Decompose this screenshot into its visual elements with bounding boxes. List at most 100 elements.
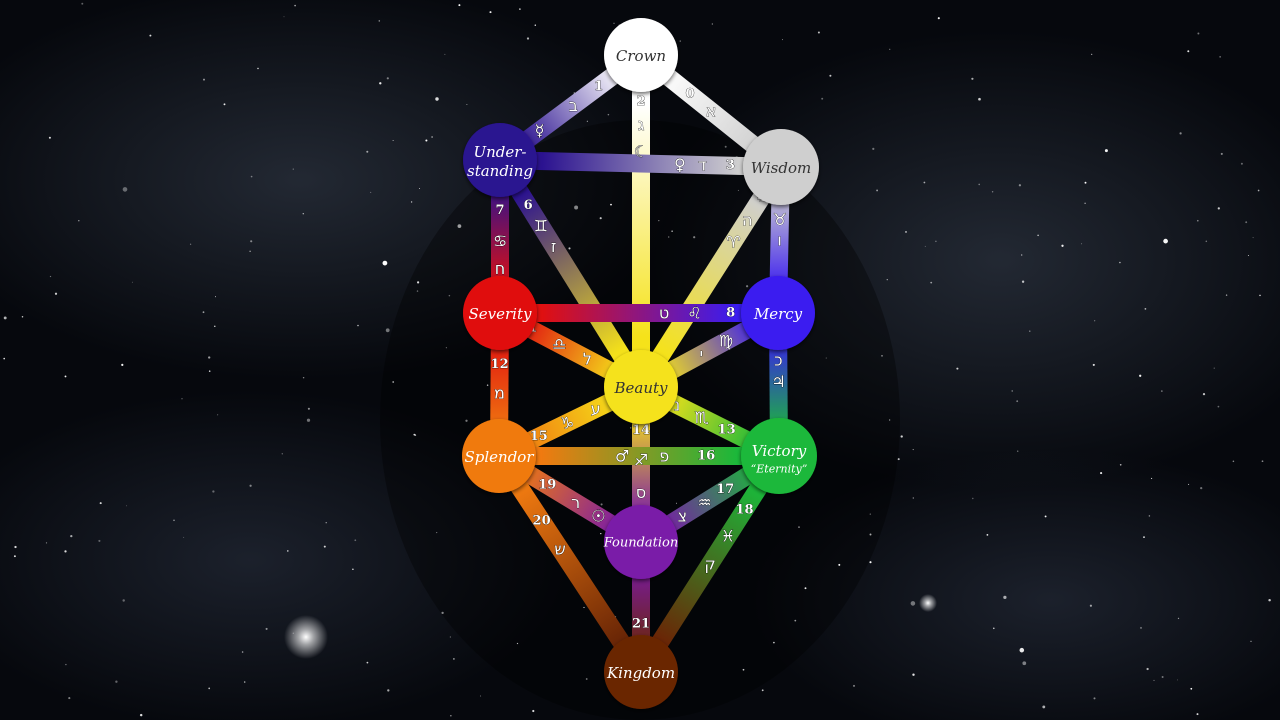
star (99, 502, 102, 505)
star (387, 689, 390, 692)
star (292, 168, 294, 170)
star (149, 34, 152, 37)
star (392, 140, 394, 142)
path-16-number: 16 (697, 449, 715, 464)
star (1011, 390, 1013, 392)
star (208, 687, 211, 690)
sephira-severity-circle (463, 276, 537, 350)
star (1104, 149, 1108, 153)
sephira-crown: Crown (604, 18, 678, 92)
star (1084, 202, 1086, 204)
star (794, 619, 797, 622)
star (250, 240, 253, 243)
star (1261, 460, 1264, 463)
star (1018, 184, 1022, 187)
star (1225, 294, 1228, 296)
sephira-kingdom: Kingdom (604, 635, 678, 709)
star (265, 627, 268, 630)
star (249, 250, 251, 252)
star (306, 418, 311, 422)
star (13, 555, 16, 558)
path-16-symbol: פ (659, 447, 669, 466)
path-13-number: 13 (718, 422, 736, 437)
star (1037, 234, 1039, 237)
path-20-symbol: ש (554, 539, 565, 558)
star (1196, 713, 1199, 716)
star (1205, 240, 1208, 243)
star (68, 697, 71, 700)
bright-star (919, 594, 937, 612)
sephira-understanding: Under-standing (463, 123, 537, 197)
sephira-victory: Victory“Eternity” (741, 418, 817, 494)
path-4 (633, 162, 789, 392)
star (798, 526, 800, 528)
star (1151, 477, 1153, 479)
star (900, 435, 903, 438)
star (257, 67, 259, 70)
path-18-symbol: ♓ (721, 526, 735, 545)
path-19-number: 19 (538, 478, 556, 493)
star (1202, 392, 1206, 396)
star (250, 175, 253, 178)
star (378, 20, 381, 22)
star (1259, 294, 1261, 297)
path-7-symbol: ח (495, 259, 505, 278)
star (3, 316, 7, 320)
star (1042, 705, 1046, 709)
star (121, 363, 124, 367)
path-3-symbol: ד (698, 156, 707, 175)
star (1217, 405, 1220, 408)
star (414, 434, 417, 436)
star (1044, 515, 1047, 518)
star (81, 2, 84, 5)
sephira-foundation: Foundation (603, 505, 678, 579)
star (466, 104, 468, 105)
star (610, 203, 612, 206)
sephira-crown-circle (604, 18, 678, 92)
star (1019, 647, 1025, 653)
star (889, 419, 891, 421)
star (658, 220, 660, 222)
star (1232, 460, 1235, 463)
star (821, 97, 824, 100)
star (1161, 676, 1164, 678)
sephira-crown-label: Crown (616, 47, 666, 65)
path-5-symbol: ♉ (773, 210, 787, 229)
star (126, 505, 128, 507)
star (829, 74, 832, 77)
star (1187, 50, 1190, 53)
path-6 (492, 155, 649, 392)
star (382, 260, 388, 266)
star (534, 24, 537, 26)
star (978, 183, 981, 186)
star (1061, 244, 1064, 247)
star (986, 534, 989, 536)
sephira-beauty-circle (604, 350, 678, 424)
path-20 (491, 451, 649, 677)
path-3 (499, 151, 782, 176)
star (679, 40, 681, 42)
star (325, 522, 327, 524)
star (370, 191, 372, 193)
star (599, 217, 602, 220)
star (449, 636, 452, 638)
star (98, 539, 101, 542)
path-19-symbol: ר (571, 493, 580, 512)
sephira-splendor-circle (462, 419, 536, 493)
path-9-symbol: ♍ (719, 332, 733, 351)
path-3-symbol: ♀ (674, 155, 686, 174)
path-5-symbol: ו (777, 231, 781, 250)
path-11-symbol: ל (583, 349, 592, 368)
star (392, 381, 395, 383)
star (600, 533, 602, 535)
star (352, 568, 354, 571)
star (208, 356, 211, 359)
star (742, 668, 745, 671)
star (993, 627, 995, 630)
star (1148, 515, 1151, 517)
star (526, 37, 530, 40)
star (745, 285, 749, 288)
star (458, 4, 461, 7)
sephira-severity-label: Severity (469, 305, 532, 323)
